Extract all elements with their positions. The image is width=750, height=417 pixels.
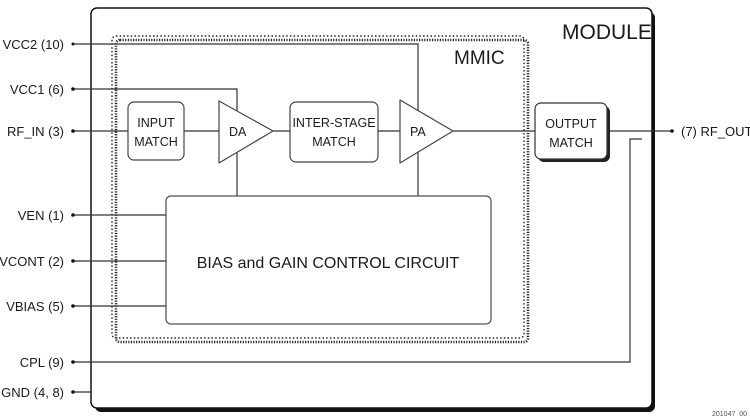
inter-stage-match-block: INTER-STAGE MATCH: [289, 101, 379, 163]
pin-label-rf-in: RF_IN (3): [7, 124, 64, 139]
svg-text:MATCH: MATCH: [312, 135, 356, 149]
pin-label-vcc1: VCC1 (6): [10, 82, 64, 97]
mmic-shadow: [114, 38, 530, 344]
pin-label-ven: VEN (1): [18, 208, 64, 223]
svg-text:INPUT: INPUT: [137, 116, 175, 130]
pa-amplifier: PA: [399, 99, 454, 164]
svg-text:MATCH: MATCH: [549, 136, 593, 150]
input-match-block: INPUT MATCH: [127, 101, 185, 161]
svg-text:INTER-STAGE: INTER-STAGE: [292, 116, 375, 130]
svg-text:PA: PA: [410, 125, 426, 139]
wire-vcc1: [74, 88, 238, 196]
svg-text:MATCH: MATCH: [134, 135, 178, 149]
pin-label-vcont: VCONT (2): [0, 254, 64, 269]
svg-text:OUTPUT: OUTPUT: [545, 117, 597, 131]
output-match-block: OUTPUT MATCH: [534, 102, 610, 162]
pin-label-vcc2: VCC2 (10): [3, 37, 64, 52]
wire-cpl: [74, 138, 642, 363]
module-label: MODULE: [562, 21, 652, 44]
pin-label-gnd: GND (4, 8): [1, 385, 64, 400]
mmic-label: MMIC: [454, 48, 505, 69]
bias-gain-control-block: BIAS and GAIN CONTROL CIRCUIT: [165, 195, 492, 325]
svg-text:DA: DA: [229, 125, 247, 139]
figure-id: 201047_00: [712, 411, 747, 417]
pin-dots: [71, 42, 674, 394]
pin-label-rf-out: (7) RF_OUT: [681, 124, 750, 139]
pin-label-cpl: CPL (9): [20, 355, 64, 370]
da-amplifier: DA: [218, 100, 274, 164]
svg-text:BIAS and GAIN CONTROL CIRCUIT: BIAS and GAIN CONTROL CIRCUIT: [197, 255, 460, 272]
pin-label-vbias: VBIAS (5): [6, 299, 64, 314]
